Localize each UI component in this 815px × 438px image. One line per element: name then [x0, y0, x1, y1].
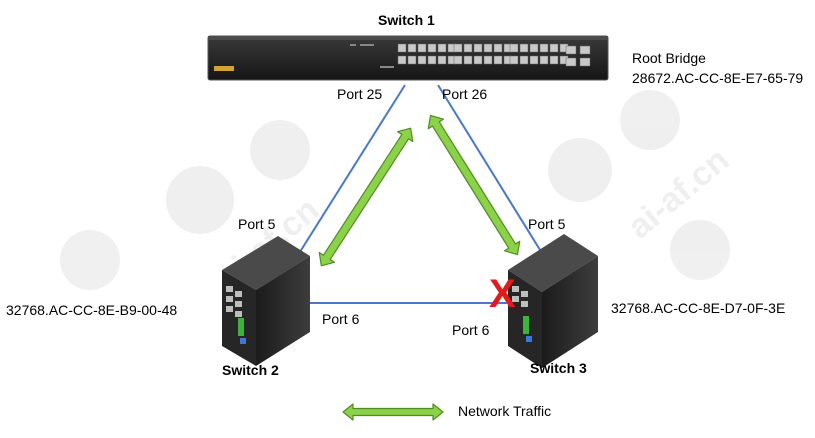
switch2-port-side: Port 6	[322, 311, 360, 327]
switch1-bridge-id: 28672.AC-CC-8E-E7-65-79	[632, 70, 804, 86]
switch1-port-left: Port 25	[337, 86, 383, 102]
blocked-port-mark: X	[489, 272, 516, 316]
switch3-port-side: Port 6	[452, 322, 490, 338]
traffic-arrow-left	[318, 127, 414, 267]
link-switch1-switch2	[297, 84, 406, 256]
switch1-device[interactable]	[207, 35, 609, 81]
switch1-ports	[397, 43, 591, 67]
switch1-port-right: Port 26	[442, 86, 488, 102]
switch2-device[interactable]	[222, 236, 310, 366]
traffic-arrows	[318, 114, 521, 421]
watermark: ai-af.cn ai-af.cn	[60, 90, 736, 296]
switch3-name: Switch 3	[530, 360, 587, 376]
switch2-bridge-id: 32768.AC-CC-8E-B9-00-48	[6, 302, 178, 318]
legend-traffic-arrow	[342, 403, 444, 421]
switch3-device[interactable]	[508, 234, 598, 368]
link-switch1-switch3	[437, 84, 546, 259]
switch2-port-top: Port 5	[238, 216, 276, 232]
switch3-port-top: Port 5	[528, 216, 566, 232]
legend-label: Network Traffic	[458, 403, 552, 419]
switch1-name: Switch 1	[378, 12, 435, 28]
switch2-name: Switch 2	[222, 362, 279, 378]
switch3-bridge-id: 32768.AC-CC-8E-D7-0F-3E	[611, 300, 786, 316]
link-lines	[297, 84, 546, 304]
traffic-arrow-right	[427, 114, 521, 256]
brand-logo	[214, 66, 234, 71]
root-bridge-label: Root Bridge	[632, 50, 706, 66]
